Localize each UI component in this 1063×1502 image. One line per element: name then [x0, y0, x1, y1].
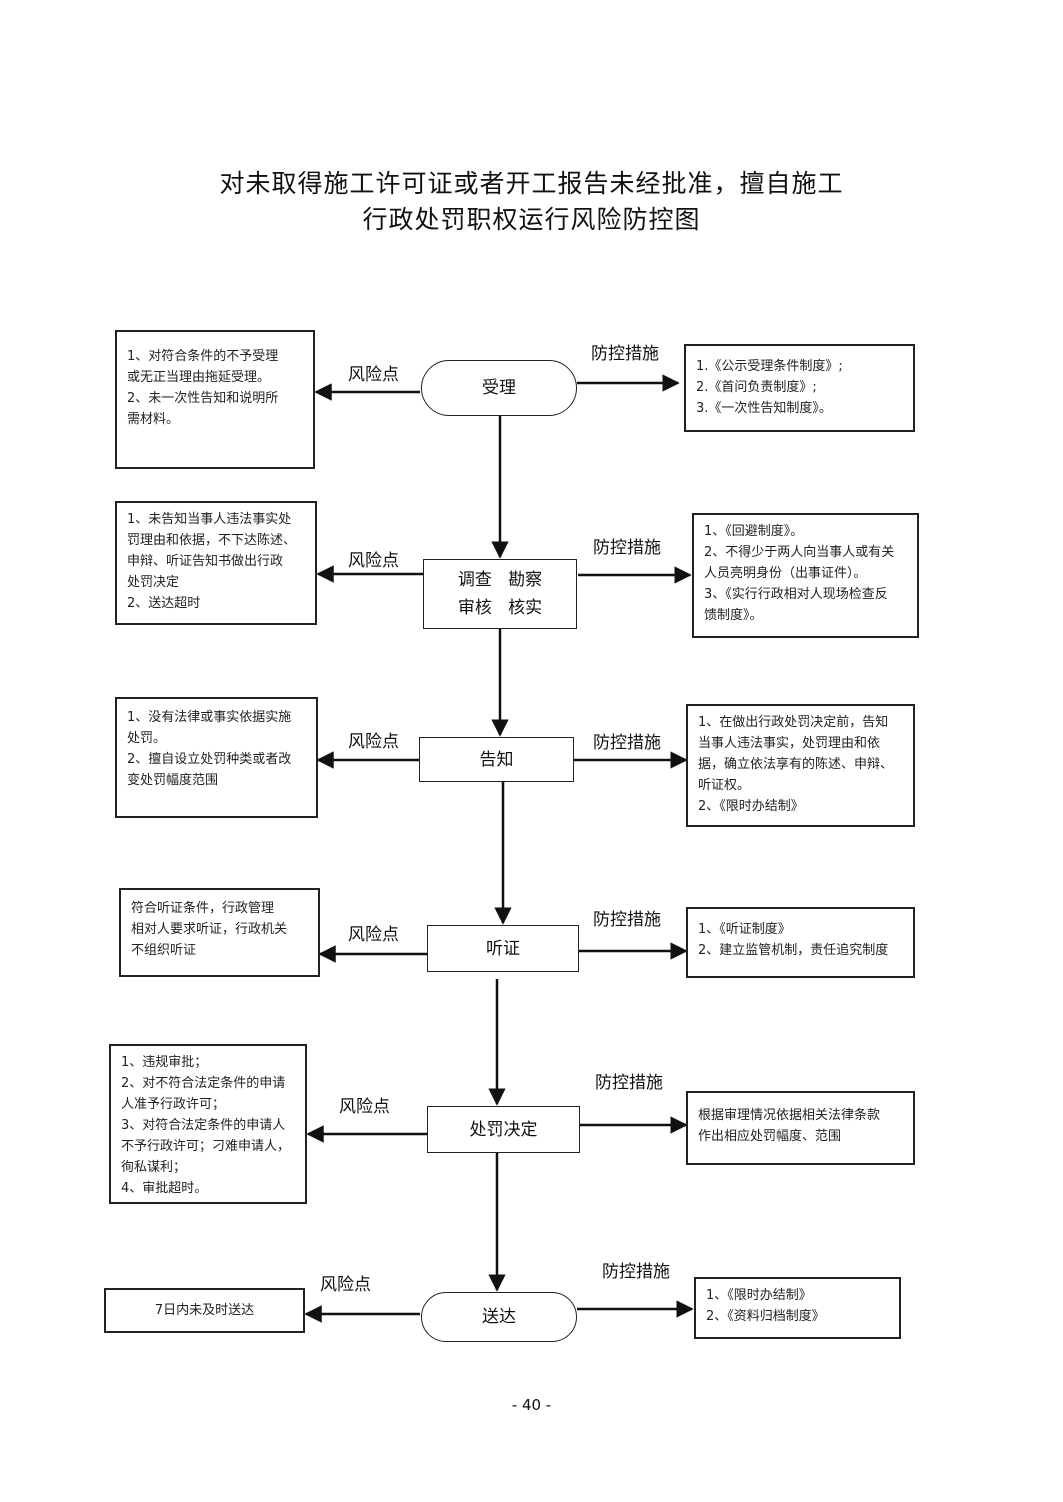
step-notify: 告知	[419, 737, 574, 782]
control-line: 听证权。	[698, 778, 751, 793]
step-text: 调查 勘察	[457, 570, 543, 590]
risk-line: 罚理由和依据，不下达陈述、	[127, 533, 297, 548]
risk-label-delivery: 风险点	[320, 1275, 371, 1295]
control-line: 1、《回避制度》。	[704, 524, 804, 539]
step-text: 处罚决定	[469, 1119, 538, 1140]
step-delivery: 送达	[421, 1292, 577, 1342]
control-box-delivery: 1、《限时办结制》 2、《资料归档制度》	[694, 1277, 901, 1339]
risk-line: 相对人要求听证，行政机关	[131, 922, 288, 937]
title-line-2: 行政处罚职权运行风险防控图	[362, 205, 701, 234]
risk-line: 1、违规审批；	[121, 1055, 208, 1070]
risk-line: 1、未告知当事人违法事实处	[127, 512, 292, 527]
control-line: 3、《实行行政相对人现场检查反	[704, 587, 888, 602]
risk-box-penalty-decision: 1、违规审批； 2、对不符合法定条件的申请 人准予行政许可； 3、对符合法定条件…	[109, 1044, 307, 1204]
risk-box-hearing: 符合听证条件，行政管理 相对人要求听证，行政机关 不组织听证	[119, 888, 320, 977]
control-line: 2、《限时办结制》	[698, 799, 804, 814]
risk-label-accept: 风险点	[348, 365, 399, 385]
control-line: 3.《一次性告知制度》。	[696, 401, 832, 416]
risk-line: 人准予行政许可；	[121, 1097, 226, 1112]
control-line: 2.《首问负责制度》;	[696, 380, 817, 395]
control-box-investigate: 1、《回避制度》。 2、不得少于两人向当事人或有关 人员亮明身份（出事证件）。 …	[692, 513, 919, 638]
risk-box-accept: 1、对符合条件的不予受理 或无正当理由拖延受理。 2、未一次性告知和说明所 需材…	[115, 330, 315, 469]
control-label-accept: 防控措施	[591, 344, 659, 364]
step-hearing: 听证	[427, 925, 579, 972]
risk-label-penalty-decision: 风险点	[339, 1097, 390, 1117]
risk-box-notify: 1、没有法律或事实依据实施 处罚。 2、擅自设立处罚种类或者改 变处罚幅度范围	[115, 697, 318, 818]
control-box-accept: 1.《公示受理条件制度》; 2.《首问负责制度》; 3.《一次性告知制度》。	[684, 344, 915, 432]
control-label-delivery: 防控措施	[602, 1262, 670, 1282]
risk-line: 2、送达超时	[127, 596, 201, 611]
risk-label-investigate: 风险点	[348, 551, 399, 571]
risk-line: 处罚。	[127, 731, 167, 746]
risk-line: 1、没有法律或事实依据实施	[127, 710, 292, 725]
risk-line: 7日内未及时送达	[154, 1303, 255, 1318]
step-text: 审核 核实	[457, 598, 543, 618]
step-accept: 受理	[421, 360, 577, 416]
risk-line: 申辩、听证告知书做出行政	[127, 554, 284, 569]
page-number: - 40 -	[511, 1396, 552, 1414]
step-investigate: 调查 勘察 审核 核实	[423, 559, 577, 629]
control-line: 人员亮明身份（出事证件）。	[704, 566, 867, 581]
risk-line: 处罚决定	[127, 575, 180, 590]
risk-box-investigate: 1、未告知当事人违法事实处 罚理由和依据，不下达陈述、 申辩、听证告知书做出行政…	[115, 501, 317, 625]
control-label-hearing: 防控措施	[593, 910, 661, 930]
control-line: 2、建立监管机制，责任追究制度	[698, 943, 889, 958]
risk-line: 2、对不符合法定条件的申请	[121, 1076, 286, 1091]
risk-label-hearing: 风险点	[348, 925, 399, 945]
risk-box-delivery: 7日内未及时送达	[104, 1288, 305, 1333]
risk-line: 需材料。	[127, 412, 180, 427]
control-line: 馈制度》。	[704, 608, 763, 623]
control-line: 据，确立依法享有的陈述、申辩、	[698, 757, 894, 772]
risk-line: 2、擅自设立处罚种类或者改	[127, 752, 292, 767]
step-text: 听证	[486, 938, 520, 959]
risk-line: 3、对符合法定条件的申请人	[121, 1118, 286, 1133]
risk-line: 徇私谋利；	[121, 1160, 187, 1175]
control-line: 当事人违法事实，处罚理由和依	[698, 736, 881, 751]
control-line: 1、在做出行政处罚决定前，告知	[698, 715, 889, 730]
risk-label-notify: 风险点	[348, 732, 399, 752]
risk-line: 不组织听证	[131, 943, 197, 958]
control-line: 1、《限时办结制》	[706, 1288, 812, 1303]
step-penalty-decision: 处罚决定	[427, 1106, 580, 1153]
control-line: 1、《听证制度》	[698, 922, 791, 937]
title-line-1: 对未取得施工许可证或者开工报告未经批准，擅自施工	[219, 169, 844, 198]
control-box-penalty-decision: 根据审理情况依据相关法律条款 作出相应处罚幅度、范围	[686, 1091, 915, 1165]
control-label-penalty-decision: 防控措施	[595, 1073, 663, 1093]
control-label-notify: 防控措施	[593, 733, 661, 753]
risk-line: 4、审批超时。	[121, 1181, 208, 1196]
control-line: 2、《资料归档制度》	[706, 1309, 825, 1324]
control-line: 1.《公示受理条件制度》;	[696, 359, 843, 374]
risk-line: 符合听证条件，行政管理	[131, 901, 275, 916]
risk-line: 或无正当理由拖延受理。	[127, 370, 271, 385]
control-label-investigate: 防控措施	[593, 538, 661, 558]
step-text: 告知	[479, 749, 514, 770]
control-box-hearing: 1、《听证制度》 2、建立监管机制，责任追究制度	[686, 907, 915, 978]
control-line: 作出相应处罚幅度、范围	[698, 1129, 842, 1144]
risk-line: 2、未一次性告知和说明所	[127, 391, 279, 406]
risk-line: 变处罚幅度范围	[127, 773, 219, 788]
risk-line: 1、对符合条件的不予受理	[127, 349, 279, 364]
control-box-notify: 1、在做出行政处罚决定前，告知 当事人违法事实，处罚理由和依 据，确立依法享有的…	[686, 704, 915, 827]
control-line: 2、不得少于两人向当事人或有关	[704, 545, 895, 560]
step-text: 受理	[482, 378, 516, 398]
control-line: 根据审理情况依据相关法律条款	[698, 1108, 881, 1123]
step-text: 送达	[482, 1307, 516, 1327]
risk-line: 不予行政许可；刁难申请人，	[121, 1139, 291, 1154]
